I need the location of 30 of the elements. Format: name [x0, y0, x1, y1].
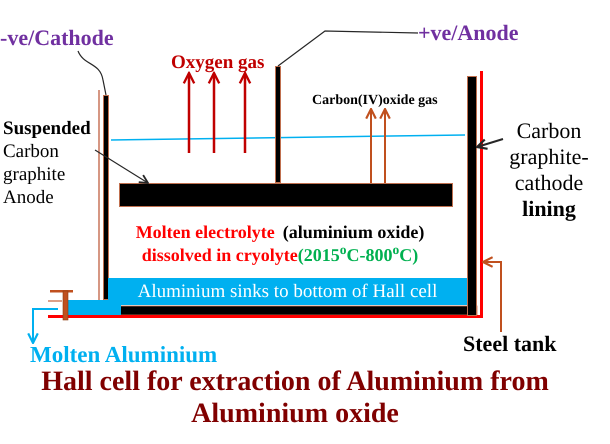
temperature-label: (2015$^{o}$C-800$^{o}$C)	[298, 245, 418, 265]
gas-label: Oxygen gas	[171, 53, 264, 73]
leader-arrow	[94, 150, 149, 184]
anode-rod	[275, 66, 281, 183]
anode-block	[119, 183, 453, 207]
cathode-lining-wall	[467, 76, 477, 316]
leader-line	[77, 50, 107, 96]
gas-arrow	[379, 108, 391, 183]
layer-label: Aluminium sinks to bottom of Hall cell	[138, 281, 438, 302]
lining-label: Carbon graphite- cathode lining	[508, 118, 590, 222]
electrolyte-label: (aluminium oxide)	[282, 222, 424, 242]
gas-arrow	[208, 72, 220, 153]
electrode-label: -ve/Cathode	[0, 25, 114, 51]
gas-arrow	[238, 72, 252, 153]
aluminium-layer	[108, 278, 467, 305]
cathode-rod	[103, 95, 109, 300]
electrolyte-label: Molten electrolyte	[136, 222, 275, 242]
gas-arrow	[365, 108, 377, 183]
steel-tank-wall	[480, 71, 483, 318]
anode-label: Suspended Carbon graphite Anode	[3, 117, 92, 209]
electrode-label: +ve/Anode	[418, 20, 519, 46]
gas-arrow	[182, 72, 196, 153]
electrolyte-label: dissolved in cryolyte	[142, 245, 298, 265]
flow-arrow	[27, 308, 58, 344]
product-label: Molten Aluminium	[30, 343, 218, 367]
tank-label: Steel tank	[463, 332, 556, 356]
leader-arrow	[482, 256, 502, 332]
leader-line	[278, 30, 418, 66]
gas-label: Carbon(IV)oxide gas	[312, 93, 438, 109]
diagram-title: Hall cell for extraction of Aluminium from Aluminium oxide	[40, 366, 550, 430]
